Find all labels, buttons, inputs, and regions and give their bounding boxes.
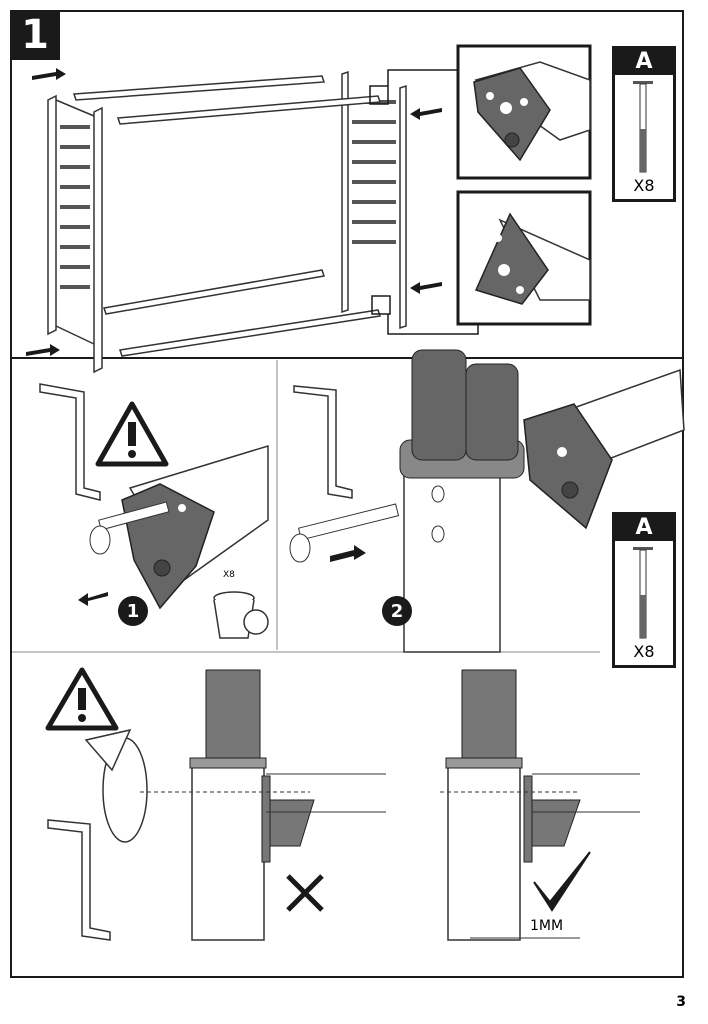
part-box-a: A X8 <box>612 46 676 202</box>
checkmark-icon <box>533 851 591 912</box>
detail-view-top <box>456 44 592 180</box>
callout-lines <box>369 69 479 335</box>
part-id: A <box>615 515 673 541</box>
cross-icon <box>286 874 324 912</box>
rotate-arrow-icon <box>84 728 148 843</box>
instruction-frame <box>10 10 684 978</box>
part-id: A <box>615 49 673 75</box>
detail-view-bottom <box>456 190 592 326</box>
part-quantity: X8 <box>633 176 655 195</box>
incorrect-installation <box>140 669 386 941</box>
bolt-icon <box>633 547 653 639</box>
right-ladder-frame <box>341 70 407 330</box>
right-ladder-slots <box>352 100 396 244</box>
left-ladder-slots <box>60 125 90 289</box>
part-quantity: X8 <box>633 642 655 661</box>
rail-end-bracket <box>121 444 269 610</box>
rail-end-bracket <box>523 368 685 530</box>
substep-badge: 2 <box>382 596 412 626</box>
bolt-icon <box>289 503 400 563</box>
page-number: 3 <box>676 994 686 1010</box>
allen-key-icon <box>39 383 353 941</box>
bolt-icon <box>633 81 653 173</box>
substep-badge: 1 <box>118 596 148 626</box>
left-ladder-frame <box>47 94 103 374</box>
gap-measurement: 1MM <box>530 918 564 934</box>
bolt-icon <box>89 501 170 555</box>
part-box-a: A X8 <box>612 512 676 668</box>
post-connector <box>399 349 525 653</box>
warning-icon <box>95 401 169 467</box>
rails <box>72 75 382 357</box>
step-number: 1 <box>10 10 60 60</box>
correct-installation <box>440 669 640 941</box>
trash-quantity: X8 <box>223 570 235 580</box>
trash-can-icon <box>213 591 269 639</box>
direction-arrows <box>26 68 442 606</box>
warning-icon <box>45 667 119 731</box>
